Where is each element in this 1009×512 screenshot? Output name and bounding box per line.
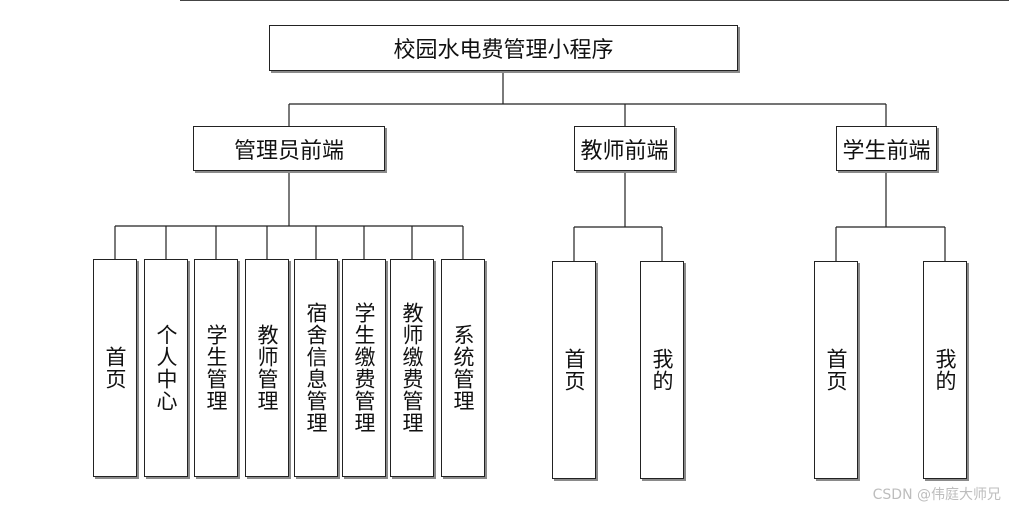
leaf-node: 我的 [923, 261, 967, 479]
root-node-label: 校园水电费管理小程序 [393, 38, 614, 63]
branch-node-teacher: 教师前端 [574, 126, 675, 171]
leaf-node: 首页 [93, 259, 137, 477]
leaf-node: 个人中心 [144, 259, 188, 477]
leaf-node-label: 教师管理 [255, 324, 279, 412]
root-node: 校园水电费管理小程序 [269, 25, 738, 71]
leaf-node: 首页 [814, 261, 858, 479]
watermark: CSDN @伟庭大师兄 [872, 487, 1001, 503]
branch-node-student: 学生前端 [836, 126, 937, 171]
branch-node-label: 教师前端 [580, 138, 669, 164]
leaf-node-label: 我的 [933, 348, 957, 392]
leaf-node: 教师缴费管理 [390, 259, 434, 477]
leaf-node-label: 首页 [562, 348, 586, 392]
branch-node-label: 学生前端 [842, 138, 931, 164]
leaf-node-label: 教师缴费管理 [400, 302, 424, 434]
leaf-node-label: 宿舍信息管理 [304, 302, 328, 434]
leaf-node: 学生缴费管理 [342, 259, 386, 477]
leaf-node-label: 首页 [103, 346, 127, 390]
leaf-node-label: 学生管理 [204, 324, 228, 412]
leaf-node: 首页 [552, 261, 596, 479]
leaf-node: 宿舍信息管理 [294, 259, 338, 477]
branch-node-admin: 管理员前端 [193, 126, 385, 171]
leaf-node: 系统管理 [441, 259, 485, 477]
leaf-node: 我的 [640, 261, 684, 479]
leaf-node-label: 个人中心 [154, 324, 178, 412]
leaf-node-label: 系统管理 [451, 324, 475, 412]
leaf-node-label: 学生缴费管理 [352, 302, 376, 434]
top-rule [180, 0, 1009, 1]
leaf-node-label: 首页 [824, 348, 848, 392]
leaf-node-label: 我的 [650, 348, 674, 392]
branch-node-label: 管理员前端 [233, 138, 344, 164]
leaf-node: 教师管理 [245, 259, 289, 477]
leaf-node: 学生管理 [194, 259, 238, 477]
